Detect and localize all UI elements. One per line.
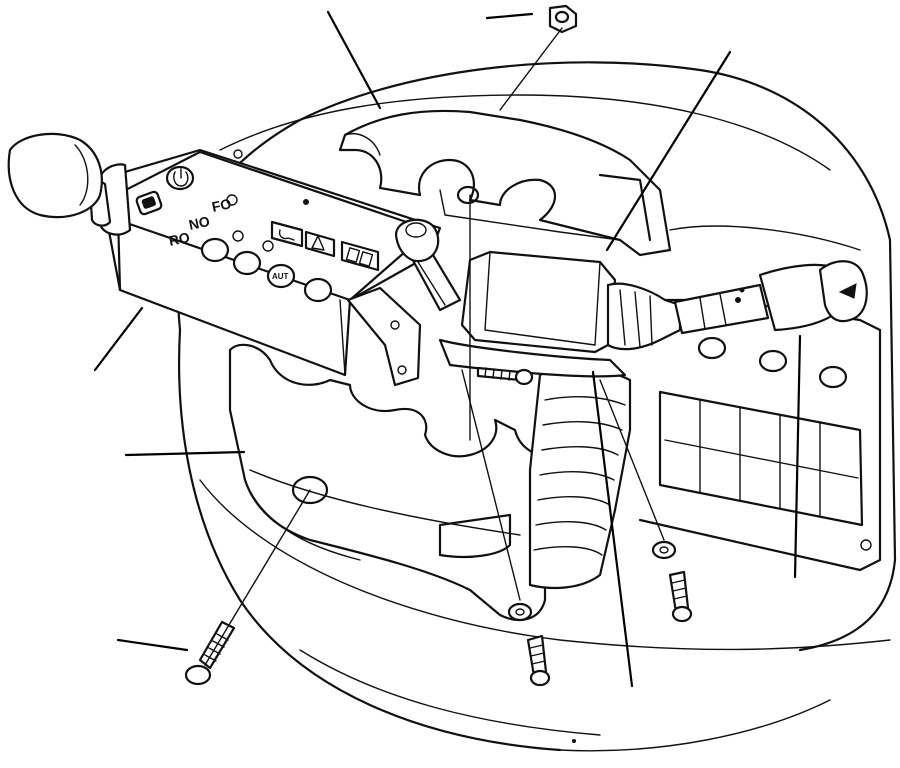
joystick-screw xyxy=(476,366,534,386)
panel-digital-display xyxy=(340,240,380,272)
bolt-middle xyxy=(507,602,551,687)
indicator-aux xyxy=(262,240,274,252)
panel-aut-button[interactable]: AUT xyxy=(266,263,296,289)
switch-bank xyxy=(658,390,864,527)
indicator-fo xyxy=(226,194,238,206)
top-nut xyxy=(548,4,578,34)
centre-stalk xyxy=(394,218,462,312)
leader-lever xyxy=(793,334,802,579)
leader-lower-shroud xyxy=(124,450,246,457)
panel-power-button[interactable] xyxy=(165,165,195,191)
leader-top-nut xyxy=(485,12,534,20)
lamp-icon xyxy=(278,229,295,241)
panel-round-button-2[interactable] xyxy=(232,250,262,276)
console-button-3 xyxy=(818,365,848,389)
svg-text:AUT: AUT xyxy=(272,272,289,281)
panel-lamp-button[interactable] xyxy=(135,190,163,216)
callout-leaders xyxy=(93,10,802,688)
panel-warning-indicator xyxy=(304,230,336,258)
control-panel-box: FO NO RO AUT xyxy=(7,132,442,387)
lamp-icon xyxy=(141,196,156,209)
power-icon xyxy=(173,171,189,187)
bolt-right xyxy=(651,540,693,623)
leader-boot xyxy=(591,370,634,688)
console-screw-hole xyxy=(860,539,872,551)
joystick-boot xyxy=(528,367,632,590)
console-button-1 xyxy=(697,336,727,360)
bolt-long xyxy=(184,620,236,686)
panel-lamp-indicator xyxy=(270,220,304,248)
indicator-no xyxy=(232,230,244,242)
dashboard-outline xyxy=(177,61,897,752)
lower-shroud xyxy=(228,343,562,622)
panel-round-button-4[interactable] xyxy=(303,277,333,303)
label-no: NO xyxy=(187,213,211,233)
leader-upper-shroud xyxy=(326,10,382,110)
upper-shroud-hole xyxy=(456,185,480,205)
lower-shroud-hole xyxy=(291,475,329,505)
lower-shroud-slot xyxy=(438,513,512,559)
warning-triangle-icon xyxy=(311,235,325,251)
leader-bolt xyxy=(116,638,189,652)
left-knob xyxy=(7,132,103,219)
upper-shroud xyxy=(338,109,672,257)
joystick-assembly xyxy=(438,250,868,378)
assembly-lines xyxy=(204,27,665,666)
leader-control-box xyxy=(93,306,144,372)
leader-joystick xyxy=(605,50,732,252)
digital-display-icon xyxy=(345,247,361,263)
fasteners xyxy=(184,4,693,687)
panel-round-button-1[interactable] xyxy=(200,237,230,263)
console-button-2 xyxy=(758,349,788,373)
label-ro: RO xyxy=(167,229,191,249)
